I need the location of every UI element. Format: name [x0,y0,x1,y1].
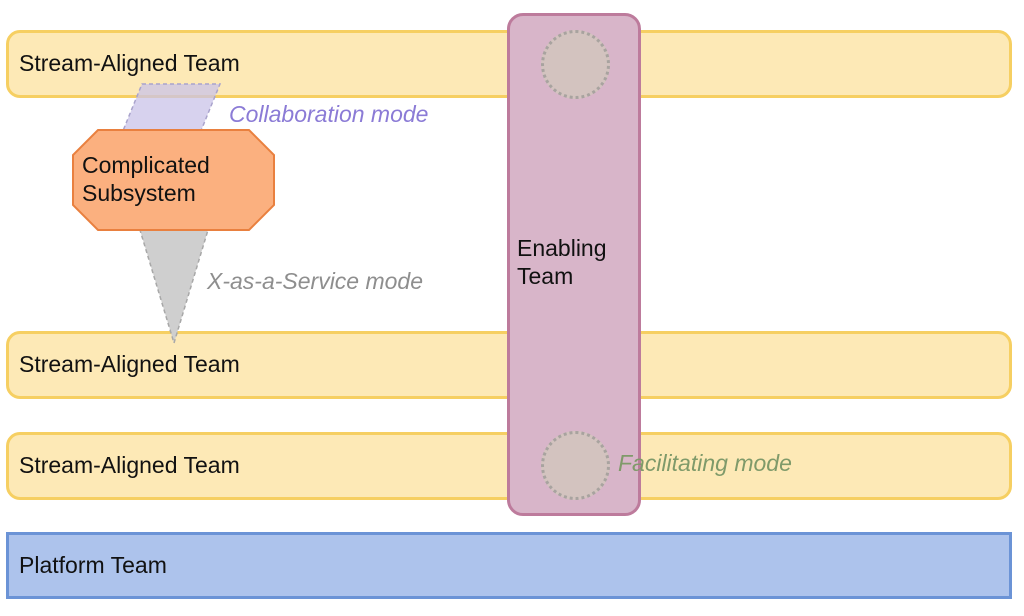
complicated-subsystem-label: Complicated Subsystem [82,151,210,207]
complicated-subsystem-label-line-2: Subsystem [82,180,196,206]
platform-team: Platform Team [6,532,1012,599]
facilitating-interaction-circle-bottom [541,431,610,500]
facilitating-interaction-circle-top [541,30,610,99]
facilitating-mode-label: Facilitating mode [618,450,792,476]
stream-aligned-team-label: Stream-Aligned Team [19,350,240,377]
complicated-subsystem-octagon [72,129,275,231]
enabling-team-label-line-1: Enabling [517,235,607,261]
x-as-a-service-mode-label: X-as-a-Service mode [207,268,424,294]
enabling-team-label-line-2: Team [517,263,574,289]
stream-aligned-team-label: Stream-Aligned Team [19,49,240,76]
platform-team-label: Platform Team [19,551,167,578]
enabling-team-label: Enabling Team [517,234,637,290]
collaboration-mode-label: Collaboration mode [229,101,429,127]
x-as-a-service-funnel [138,229,210,346]
stream-aligned-team-label: Stream-Aligned Team [19,451,240,478]
complicated-subsystem-label-line-1: Complicated [82,152,210,178]
